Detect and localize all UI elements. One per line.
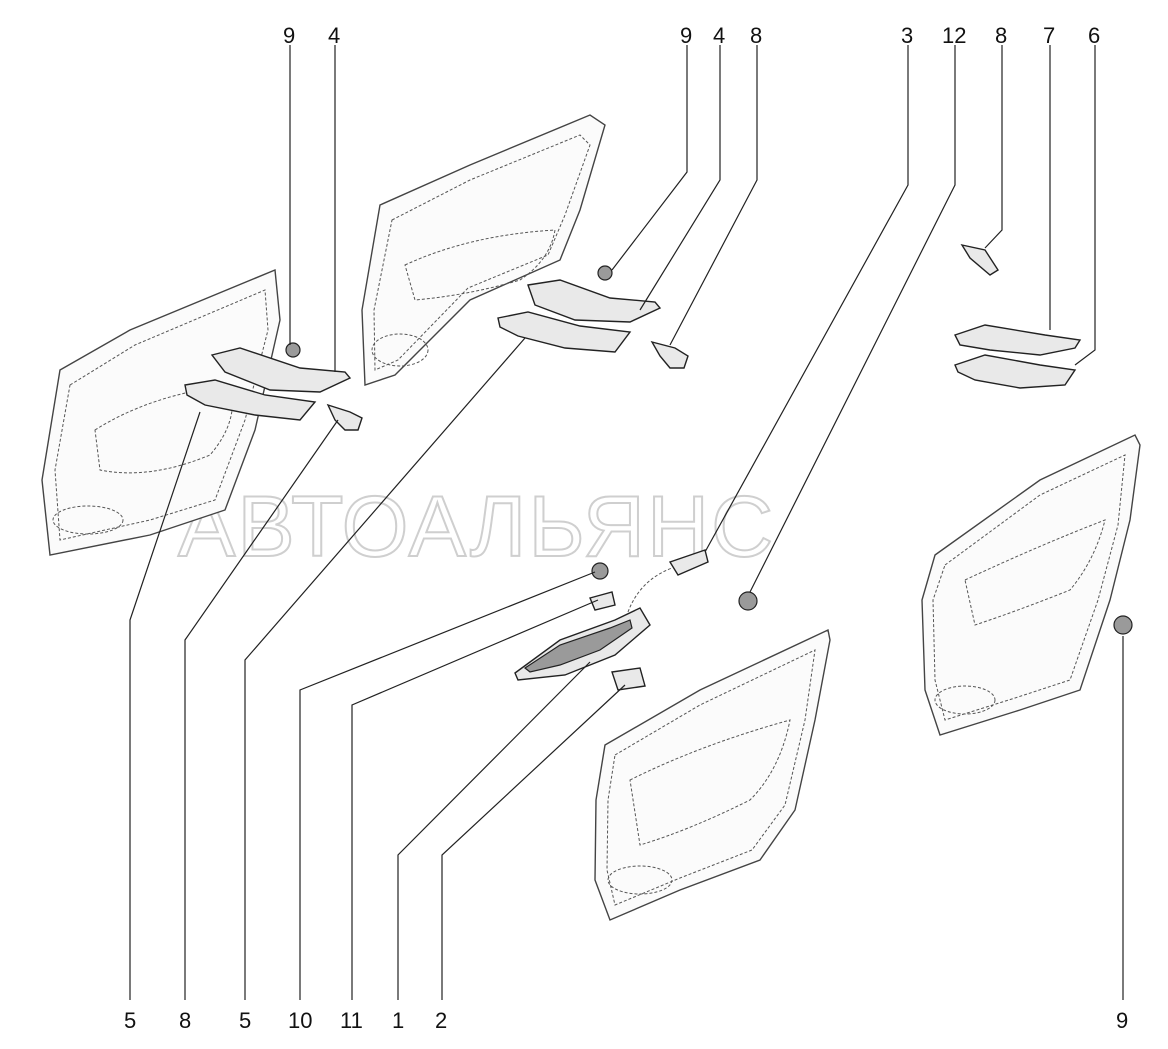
callout-top-3: 4 [713, 23, 725, 48]
switch-unit-cluster [514, 549, 1133, 691]
callout-bottom-7: 9 [1116, 1008, 1128, 1033]
callout-top-1: 4 [328, 23, 340, 48]
callout-bottom-4: 11 [340, 1008, 363, 1033]
callout-top-2: 9 [680, 23, 692, 48]
callout-bottom-6: 2 [435, 1008, 447, 1033]
callout-top-9: 6 [1088, 23, 1100, 48]
callouts-top: 9 4 9 4 8 3 12 8 7 6 [283, 23, 1100, 48]
callout-top-5: 3 [901, 23, 913, 48]
door-panel-bottom [594, 628, 831, 921]
callout-top-4: 8 [750, 23, 762, 48]
callout-top-8: 7 [1043, 23, 1055, 48]
callout-bottom-1: 8 [179, 1008, 191, 1033]
callout-top-7: 8 [995, 23, 1007, 48]
callout-top-0: 9 [283, 23, 295, 48]
callouts-bottom: 5 8 5 10 11 1 2 9 [124, 1008, 1128, 1033]
leader-lines [129, 45, 1124, 1000]
door-panel-center-top [361, 114, 606, 386]
door-panel-left [41, 268, 281, 556]
armrest-handle-center [497, 265, 689, 369]
callout-bottom-2: 5 [239, 1008, 251, 1033]
armrest-handle-right [954, 243, 1082, 389]
door-panel-right [921, 434, 1141, 736]
callout-top-6: 12 [942, 23, 966, 48]
callout-bottom-3: 10 [288, 1008, 312, 1033]
callout-bottom-5: 1 [392, 1008, 404, 1033]
armrest-handle-left [184, 342, 363, 431]
callout-bottom-0: 5 [124, 1008, 136, 1033]
